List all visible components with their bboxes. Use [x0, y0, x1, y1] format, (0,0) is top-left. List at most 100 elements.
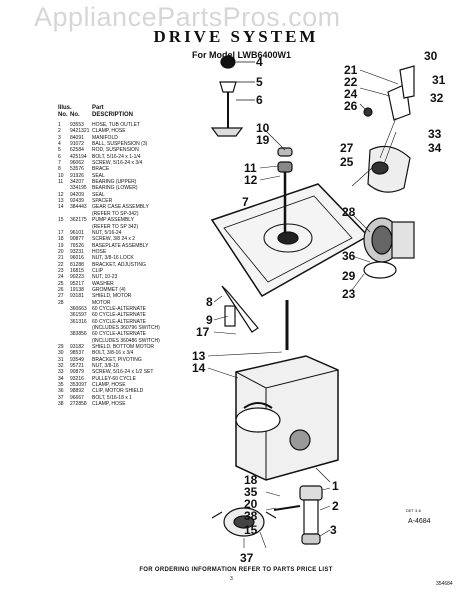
part-description: NUT, 5/16-24: [92, 229, 122, 236]
callout-36: 36: [342, 249, 356, 263]
part-description: GEAR CASE ASSEMBLY: [92, 204, 149, 211]
part-number: 53576: [70, 166, 84, 173]
part-description: SEAL: [92, 191, 105, 198]
suspension-rod-cap: [219, 81, 237, 93]
part-number: 425194: [70, 153, 87, 160]
motor: [363, 217, 415, 263]
part-description: BRACKET, PIVOTING: [92, 356, 142, 363]
illus-number: 25: [58, 280, 64, 287]
callout-33: 33: [428, 127, 442, 141]
part-number: 93181: [70, 293, 84, 300]
part-description: 60 CYCLE-ALTERNATE: [92, 312, 146, 319]
illus-number: 23: [58, 267, 64, 274]
parts-list-row: (REFER TO SP-342): [58, 211, 160, 217]
page-title: DRIVE SYSTEM: [153, 27, 319, 46]
part-description: CLAMP, HOSE: [92, 382, 126, 389]
part-number: 84091: [70, 134, 84, 141]
part-number: 62584: [70, 147, 84, 154]
part-number: 98892: [70, 388, 84, 395]
pivoting-bracket: [399, 65, 415, 99]
part-number: 95217: [70, 280, 84, 287]
part-description: BOLT, 5/16-24 x 1-1/4: [92, 153, 141, 160]
part-number: 16815: [70, 267, 84, 274]
part-description: GROMMET (4): [92, 286, 126, 293]
part-description: PULLEY-60 CYCLE: [92, 375, 137, 382]
callout-6: 6: [256, 93, 263, 107]
illus-number: 13: [58, 198, 64, 205]
parts-list-row: (INCLUDES 360486 SWITCH): [58, 338, 160, 344]
illus-number: 21: [58, 255, 64, 262]
callout-7: 7: [242, 195, 249, 209]
illus-number: 10: [58, 172, 64, 179]
part-description: SPACER: [92, 198, 113, 205]
callout-37: 37: [240, 551, 254, 565]
part-description: CLIP, MOTOR SHIELD: [92, 388, 144, 395]
callout-22: 22: [344, 75, 358, 89]
callout-30: 30: [424, 49, 438, 63]
illus-number: 22: [58, 261, 64, 268]
part-description: (REFER TO SP-342): [92, 210, 139, 217]
callout-3: 3: [330, 523, 337, 537]
part-description: CLAMP, HOSE: [92, 401, 126, 408]
part-description: BRACE: [92, 166, 110, 173]
part-description: SCREW, 5/16-24 x 3/4: [92, 160, 143, 167]
callout-14: 14: [192, 361, 206, 375]
gear-case: [235, 355, 339, 481]
part-number: 384443: [70, 204, 87, 211]
illus-number: 3: [58, 134, 61, 141]
part-label: Part: [92, 105, 104, 111]
part-description: MOTOR: [92, 299, 111, 306]
watermark: AppliancePartsPros.com: [34, 2, 341, 32]
illus-number: 4: [58, 141, 61, 148]
illus-number: 29: [58, 344, 64, 351]
document-number: 354684: [436, 581, 453, 587]
illus-number: 32: [58, 363, 64, 370]
callout-20: 20: [244, 497, 258, 511]
part-description: NUT, 3/8-16: [92, 363, 119, 370]
illus-no-label: No.: [58, 112, 68, 118]
part-number: 81288: [70, 261, 84, 268]
motor-shield: [367, 145, 411, 193]
part-description: SCREW, 5/16-24 x 1/2 SET: [92, 369, 154, 376]
callout-2: 2: [332, 499, 339, 513]
part-description: 60 CYCLE-ALTERNATE: [92, 305, 146, 312]
part-description: SEAL: [92, 172, 105, 179]
part-description: BEARING (UPPER): [92, 179, 137, 186]
callout-15: 15: [244, 523, 258, 537]
part-number: 34207: [70, 179, 84, 186]
parts-list-row: 10 91926 SEAL: [58, 173, 160, 179]
part-description: BASEPLATE ASSEMBLY: [92, 242, 149, 249]
callout-4: 4: [256, 55, 263, 69]
callout-21: 21: [344, 63, 358, 77]
callout-27: 27: [340, 141, 354, 155]
callout-13: 13: [192, 349, 206, 363]
part-number: 91926: [70, 172, 84, 179]
part-number: 334195: [70, 185, 87, 192]
callout-12: 12: [244, 173, 258, 187]
part-description: BRACKET, ADJUSTING: [92, 261, 146, 268]
part-number: 9421321: [70, 128, 90, 135]
callout-28: 28: [342, 205, 356, 219]
parts-list-row: 360663 60 CYCLE-ALTERNATE: [58, 306, 160, 312]
part-description: PUMP ASSEMBLY: [92, 217, 135, 224]
illus-number: 26: [58, 286, 64, 293]
brace: [221, 285, 259, 333]
part-description: BALL, SUSPENSION (3): [92, 141, 148, 148]
part-number: 360663: [70, 305, 87, 312]
part-number: 96062: [70, 160, 84, 167]
